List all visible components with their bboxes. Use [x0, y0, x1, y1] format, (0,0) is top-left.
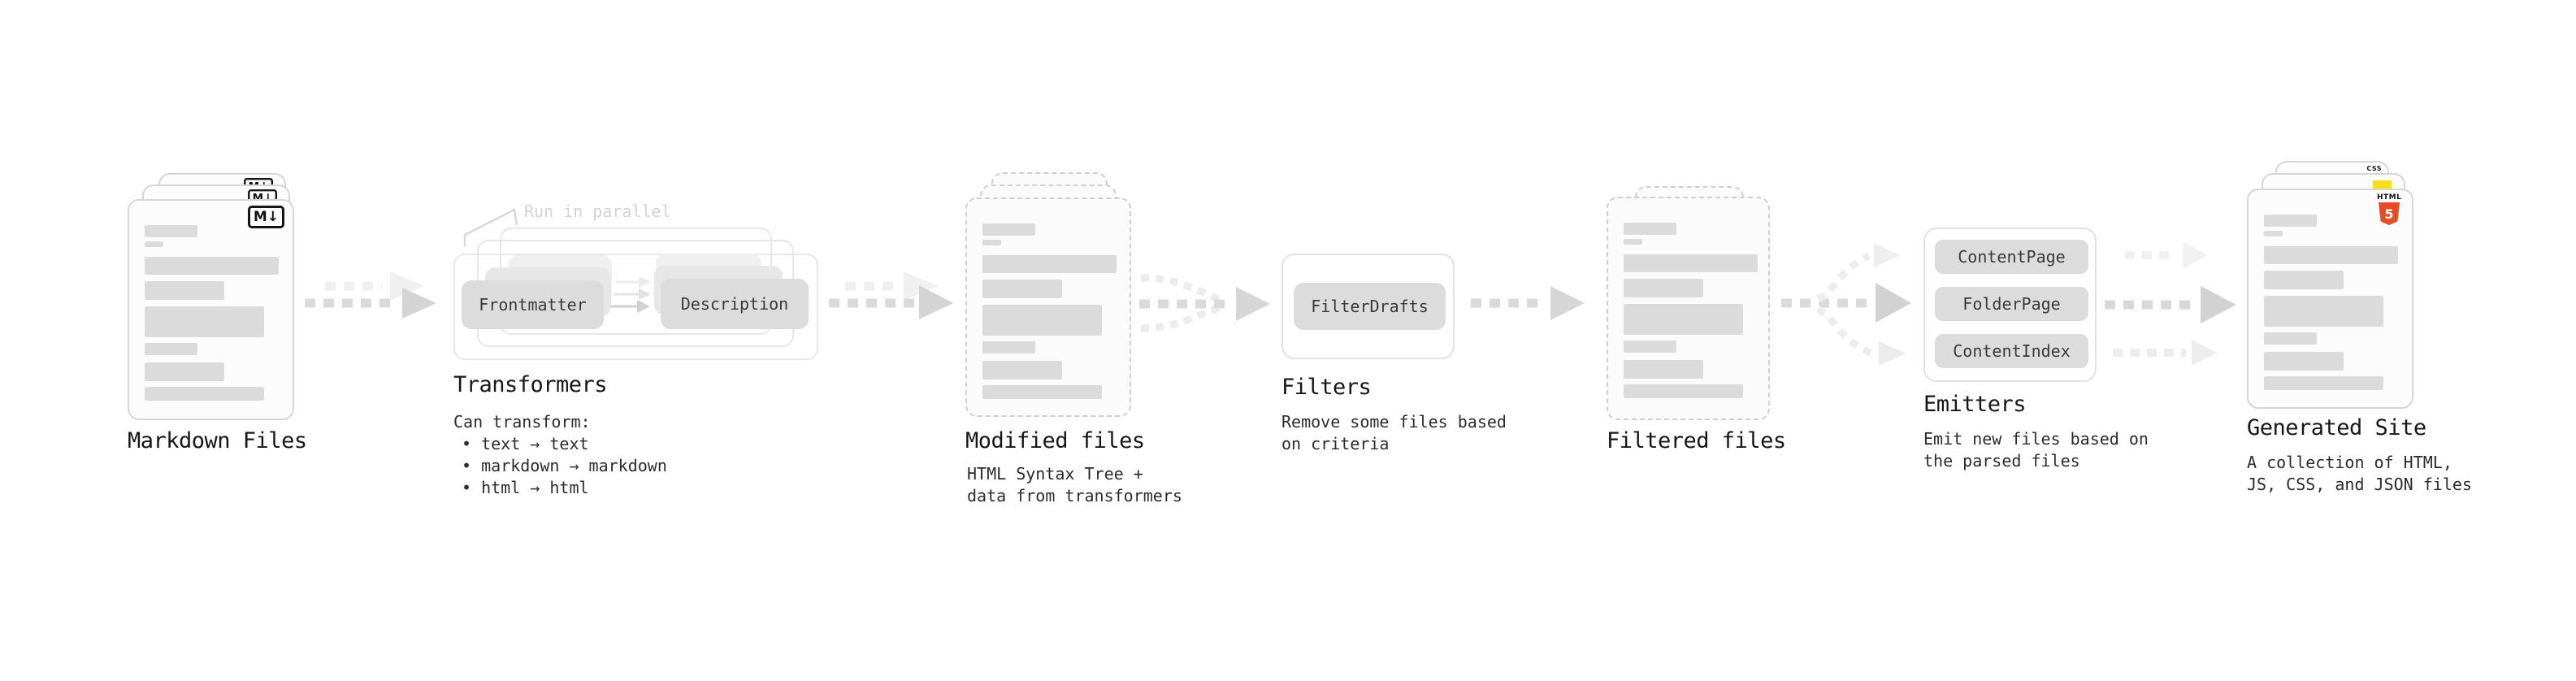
skeleton-text-line: [1624, 254, 1758, 272]
skeleton-text-line: [1624, 360, 1703, 379]
arrow-filtered-to-emitters: [1781, 243, 1911, 366]
emitters-heading: Emitters: [1923, 392, 2027, 417]
html5-shield: 5: [2379, 202, 2400, 225]
filters-box: FilterDrafts: [1281, 254, 1455, 359]
skeleton-text-line: [1624, 384, 1743, 398]
skeleton-text-line: [2264, 231, 2283, 236]
desc-line: Emit new files based on: [1923, 429, 2149, 449]
skeleton-text-line: [982, 305, 1102, 336]
desc-line: Remove some files based: [1281, 412, 1507, 432]
skeleton-text-line: [2264, 376, 2383, 390]
html5-file-icon: HTML 5: [2377, 193, 2401, 225]
arrow-filters-to-filtered: [1471, 286, 1585, 320]
arrow-transformers-to-modified: [829, 271, 953, 319]
emitter-pill-contentpage: ContentPage: [1935, 240, 2088, 274]
file-card-front: [965, 197, 1131, 417]
skeleton-text-line: [145, 281, 224, 300]
stage-markdown-files: M↓ M↓ M↓: [128, 173, 298, 425]
skeleton-text-line: [145, 225, 197, 237]
stage-modified-files: [965, 172, 1136, 424]
skeleton-text-line: [2264, 332, 2317, 345]
emitter-pill-contentindex: ContentIndex: [1935, 334, 2088, 368]
filterdrafts-pill: FilterDrafts: [1294, 283, 1446, 330]
skeleton-text-line: [2264, 296, 2383, 327]
generated-site-desc: A collection of HTML, JS, CSS, and JSON …: [2247, 452, 2472, 496]
skeleton-text-line: [2264, 271, 2344, 289]
file-card-front: HTML 5: [2247, 189, 2413, 409]
generated-site-label: Generated Site: [2247, 415, 2426, 440]
run-in-parallel-note: Run in parallel: [524, 202, 671, 221]
skeleton-text-line: [1624, 223, 1676, 235]
transformers-subheading: Can transform:: [453, 412, 591, 432]
skeleton-text-line: [145, 241, 163, 247]
desc-line: A collection of HTML,: [2247, 453, 2452, 472]
skeleton-text-line: [982, 255, 1117, 273]
stage-filtered-files: [1607, 186, 1777, 430]
skeleton-text-line: [1624, 279, 1703, 297]
skeleton-text-line: [1624, 304, 1743, 335]
skeleton-text-line: [145, 343, 197, 355]
emitters-desc: Emit new files based on the parsed files: [1923, 428, 2149, 472]
skeleton-text-line: [982, 240, 1001, 245]
skeleton-text-line: [982, 385, 1102, 399]
skeleton-text-line: [145, 387, 264, 401]
js-file-icon: [2373, 180, 2392, 189]
note-connector-line: [463, 208, 518, 247]
markdown-icon: M↓: [247, 206, 284, 228]
transformer-container-front: [453, 254, 818, 360]
transformer-bullet: • html → html: [462, 478, 589, 497]
skeleton-text-line: [145, 257, 279, 275]
filtered-files-label: Filtered files: [1607, 428, 1786, 453]
skeleton-text-line: [982, 280, 1062, 298]
filters-heading: Filters: [1281, 375, 1372, 400]
modified-files-label: Modified files: [965, 428, 1145, 453]
arrow-modified-to-filters: [1139, 274, 1270, 332]
skeleton-text-line: [2264, 246, 2398, 264]
description-pill: Description: [661, 279, 809, 329]
desc-line: on criteria: [1281, 434, 1390, 453]
markdown-files-label: Markdown Files: [128, 428, 307, 453]
file-card-front: M↓: [128, 199, 294, 420]
desc-line: data from transformers: [967, 486, 1182, 505]
skeleton-text-line: [2264, 352, 2344, 371]
transformers-bullet-list: • text → text • markdown → markdown • ht…: [462, 433, 667, 499]
skeleton-text-line: [145, 362, 224, 381]
desc-line: the parsed files: [1923, 451, 2080, 471]
transformer-bullet: • markdown → markdown: [462, 456, 667, 475]
frontmatter-pill: Frontmatter: [462, 280, 604, 329]
skeleton-text-line: [982, 361, 1062, 380]
file-card-front: [1607, 197, 1770, 420]
emitter-pill-folderpage: FolderPage: [1935, 287, 2088, 321]
skeleton-text-line: [145, 306, 264, 337]
modified-files-desc: HTML Syntax Tree + data from transformer…: [967, 463, 1182, 507]
skeleton-text-line: [1624, 340, 1676, 353]
transformers-heading: Transformers: [453, 372, 608, 397]
skeleton-text-line: [982, 341, 1035, 354]
html5-label: HTML: [2377, 193, 2402, 202]
emitters-box: ContentPage FolderPage ContentIndex: [1923, 228, 2097, 382]
stage-generated-site: CSS HTML 5: [2247, 161, 2418, 413]
skeleton-text-line: [2264, 215, 2317, 227]
arrow-frontmatter-to-description: [611, 276, 651, 313]
filters-desc: Remove some files based on criteria: [1281, 411, 1507, 455]
desc-line: HTML Syntax Tree +: [967, 464, 1143, 484]
desc-line: JS, CSS, and JSON files: [2247, 475, 2472, 494]
arrow-emitters-to-generated: [2105, 241, 2236, 366]
skeleton-text-line: [1624, 239, 1642, 245]
arrow-markdown-to-transformers: [305, 271, 436, 319]
skeleton-text-line: [982, 223, 1035, 236]
transformer-bullet: • text → text: [462, 434, 589, 453]
